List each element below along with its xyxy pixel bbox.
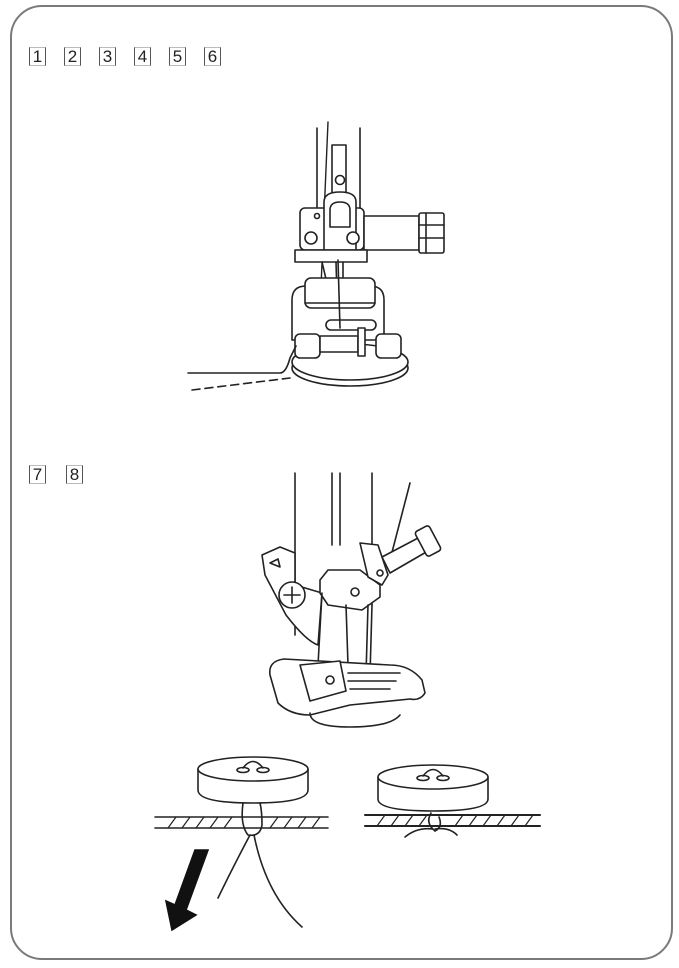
step-numbers-7-8: 7 8 [29, 465, 83, 484]
button-thread-pull [150, 755, 340, 940]
button-foot-angled-view [250, 465, 440, 725]
step-number: 4 [134, 47, 151, 66]
page-frame [10, 5, 673, 960]
step-number: 2 [64, 47, 81, 66]
step-number: 3 [99, 47, 116, 66]
step-number: 5 [169, 47, 186, 66]
button-foot-front-view [180, 110, 460, 410]
step-number: 7 [29, 465, 46, 484]
button-thread-tied [365, 765, 545, 845]
step-number: 6 [204, 47, 221, 66]
step-number: 1 [29, 47, 46, 66]
step-numbers-1-6: 1 2 3 4 5 6 [29, 47, 221, 66]
step-number: 8 [66, 465, 83, 484]
